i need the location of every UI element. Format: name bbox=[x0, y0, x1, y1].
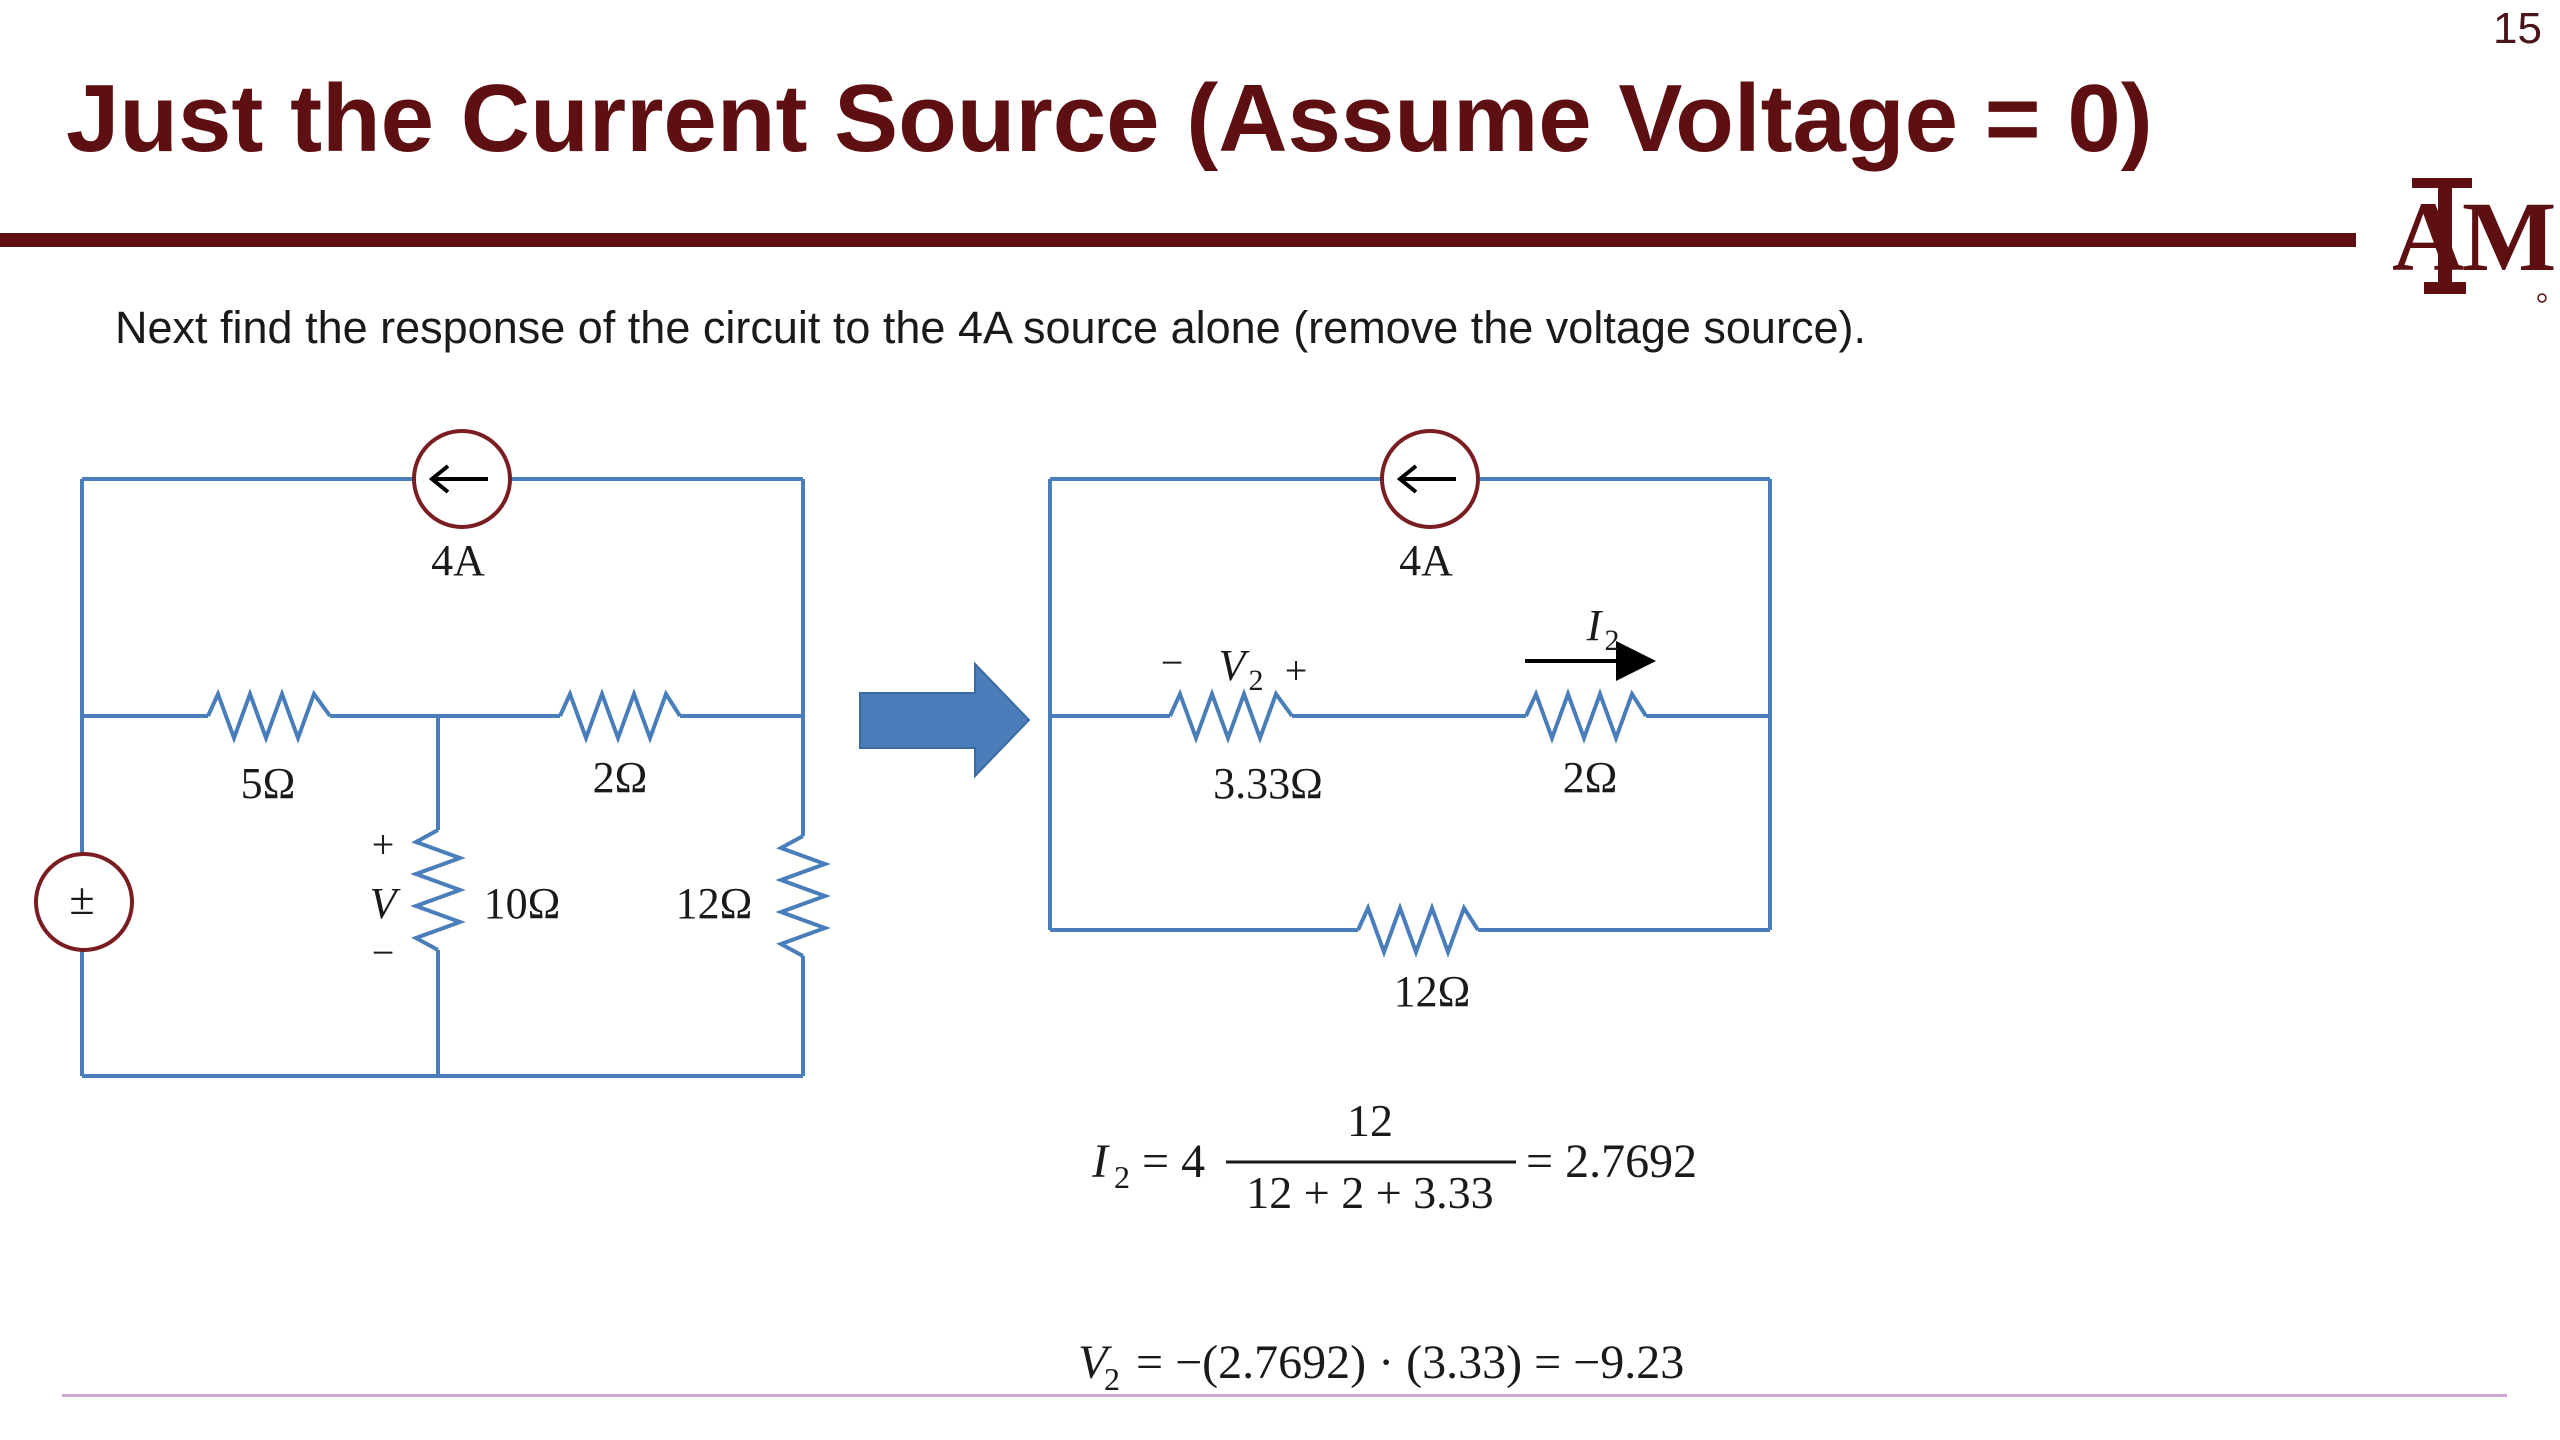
left-resistor-5ohm-label: 5Ω bbox=[241, 759, 296, 808]
right-v2-minus: − bbox=[1161, 640, 1184, 685]
eq-i2-result: = 2.7692 bbox=[1526, 1135, 1697, 1188]
right-current-source bbox=[1380, 429, 1480, 529]
left-voltage-source-symbol: ± bbox=[69, 873, 94, 924]
right-circuit bbox=[1048, 477, 1772, 958]
eq-v2-expression: = −(2.7692) · (3.33) = −9.23 bbox=[1136, 1336, 1684, 1389]
right-resistor-2ohm bbox=[1524, 688, 1648, 744]
eq-i2-numerator: 12 bbox=[1347, 1095, 1393, 1146]
left-v-label: V bbox=[370, 879, 402, 928]
eq-v2-lhs: V bbox=[1078, 1336, 1112, 1389]
right-v2-label: V bbox=[1219, 641, 1251, 690]
left-resistor-5ohm bbox=[206, 688, 332, 744]
equation-i2: I 2 = 4 12 12 + 2 + 3.33 = 2.7692 bbox=[1091, 1095, 1697, 1218]
footer-divider bbox=[62, 1394, 2507, 1397]
left-resistor-12ohm-label: 12Ω bbox=[676, 879, 753, 928]
right-resistor-3.33ohm-label: 3.33Ω bbox=[1213, 759, 1323, 808]
left-resistor-2ohm bbox=[558, 688, 682, 744]
right-i2-label: I bbox=[1586, 601, 1604, 650]
right-v2-subscript: 2 bbox=[1249, 664, 1264, 697]
logo-letter-a: A bbox=[2392, 181, 2464, 292]
left-v-minus: − bbox=[372, 930, 395, 975]
eq-i2-denominator: 12 + 2 + 3.33 bbox=[1246, 1167, 1493, 1218]
university-logo: A M bbox=[2392, 178, 2556, 303]
left-v-plus: + bbox=[372, 822, 395, 867]
right-resistor-3.33ohm bbox=[1168, 688, 1294, 744]
title-divider bbox=[0, 233, 2356, 247]
right-resistor-12ohm-label: 12Ω bbox=[1394, 967, 1471, 1016]
eq-v2-lhs-sub: 2 bbox=[1104, 1361, 1120, 1397]
left-voltage-source bbox=[34, 852, 134, 952]
eq-i2-equals: = 4 bbox=[1142, 1135, 1205, 1188]
left-resistor-2ohm-label: 2Ω bbox=[593, 753, 648, 802]
right-resistor-12ohm bbox=[1356, 902, 1480, 958]
right-resistor-2ohm-label: 2Ω bbox=[1563, 753, 1618, 802]
right-v2-plus: + bbox=[1285, 648, 1308, 693]
intro-text: Next find the response of the circuit to… bbox=[115, 302, 1866, 353]
equation-v2: V 2 = −(2.7692) · (3.33) = −9.23 bbox=[1078, 1336, 1684, 1397]
slide-number: 15 bbox=[2493, 4, 2542, 53]
eq-i2-lhs: I bbox=[1091, 1135, 1110, 1188]
left-current-source-label: 4A bbox=[431, 536, 485, 585]
eq-i2-lhs-sub: 2 bbox=[1114, 1159, 1130, 1195]
logo-letter-m: M bbox=[2462, 181, 2556, 292]
left-resistor-10ohm bbox=[410, 828, 466, 952]
right-i2-subscript: 2 bbox=[1605, 624, 1620, 657]
transform-arrow bbox=[859, 661, 1031, 779]
right-current-source-label: 4A bbox=[1399, 536, 1453, 585]
slide-title: Just the Current Source (Assume Voltage … bbox=[66, 65, 2153, 172]
left-resistor-12ohm bbox=[775, 834, 831, 958]
left-resistor-10ohm-label: 10Ω bbox=[484, 879, 561, 928]
left-circuit bbox=[80, 477, 831, 1078]
left-current-source bbox=[412, 429, 512, 529]
